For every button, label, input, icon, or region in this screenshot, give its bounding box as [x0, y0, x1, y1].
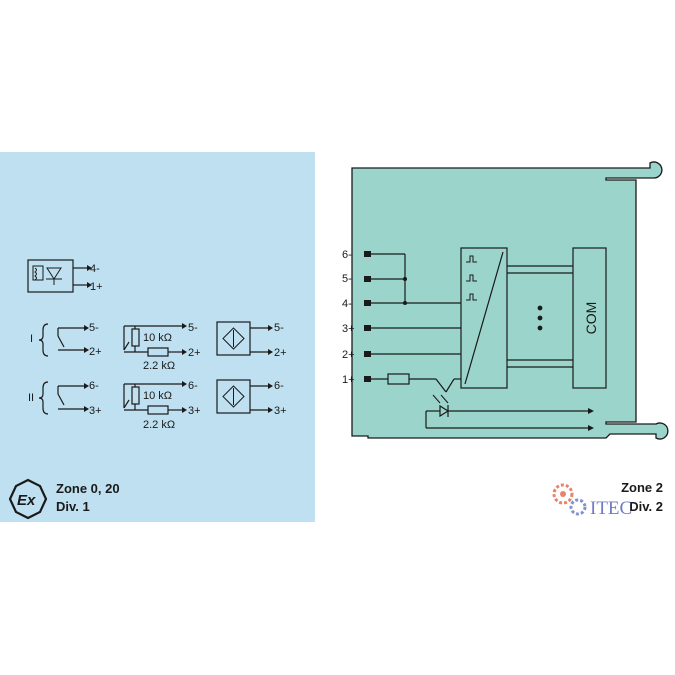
- channel-1-resistor-terminal-2: 2+: [188, 347, 201, 359]
- isolator-module-housing: [351, 161, 669, 440]
- terminal-label-2: 2+: [342, 349, 355, 361]
- isolation-barrier-block: [460, 247, 508, 389]
- hazard-zone-line-2: Div. 1: [56, 499, 90, 514]
- com-block: COM: [572, 247, 607, 389]
- channel-2-contact-terminal-2: 3+: [89, 405, 102, 417]
- channel-1-contact-symbol: [57, 325, 89, 353]
- safe-zone-line-2: Div. 2: [629, 499, 663, 514]
- svg-text:Ex: Ex: [17, 492, 36, 509]
- terminal-label-5: 5-: [342, 273, 352, 285]
- solenoid-terminal-2: 1+: [90, 281, 103, 293]
- channel-1-proximity-sensor-icon: [216, 321, 273, 356]
- channel-1-proximity-terminal-1: 5-: [274, 322, 284, 334]
- terminal-label-3: 3+: [342, 323, 355, 335]
- solenoid-terminal-1: 4-: [90, 263, 100, 275]
- terminal-label-1: 1+: [342, 374, 355, 386]
- terminal-block: 6- 5- 4- 3+ 2+ 1+: [342, 249, 371, 386]
- channel-2-resistor-10k-label: 10 kΩ: [143, 390, 172, 402]
- hazardous-area-panel: [0, 152, 315, 522]
- hazard-zone-line-1: Zone 0, 20: [56, 481, 120, 496]
- channel-1-resistor-terminal-1: 5-: [188, 322, 198, 334]
- terminal-label-6: 6-: [342, 249, 352, 261]
- channel-1-proximity-terminal-2: 2+: [274, 347, 287, 359]
- watermark-logo: ITEC: [552, 483, 632, 519]
- channel-2-resistor-2k2-label: 2.2 kΩ: [143, 419, 175, 431]
- channel-1-brace-icon: [38, 323, 49, 357]
- channel-2-contact-symbol: [57, 383, 89, 412]
- channel-1-label: I: [30, 333, 33, 345]
- channel-1-resistor-2k2-label: 2.2 kΩ: [143, 360, 175, 372]
- channel-2-proximity-terminal-2: 3+: [274, 405, 287, 417]
- terminal-label-4: 4-: [342, 298, 352, 310]
- watermark-text: ITEC: [590, 498, 632, 519]
- channel-2-contact-terminal-1: 6-: [89, 380, 99, 392]
- channel-2-resistor-terminal-1: 6-: [188, 380, 198, 392]
- channel-2-proximity-terminal-1: 6-: [274, 380, 284, 392]
- internal-bus: [507, 265, 573, 368]
- channel-1-contact-terminal-2: 2+: [89, 346, 102, 358]
- ex-symbol-icon: Ex: [8, 478, 48, 520]
- channel-1-contact-terminal-1: 5-: [89, 322, 99, 334]
- channel-2-resistor-terminal-2: 3+: [188, 405, 201, 417]
- channel-2-resistor-network: [123, 381, 187, 415]
- solenoid-valve-symbol: [27, 259, 92, 293]
- channel-1-resistor-network: [123, 323, 187, 357]
- channel-2-brace-icon: [38, 381, 49, 415]
- fault-led-icon: [425, 394, 594, 431]
- channel-1-resistor-10k-label: 10 kΩ: [143, 332, 172, 344]
- channel-2-label: II: [28, 392, 34, 404]
- channel-2-proximity-sensor-icon: [216, 379, 273, 414]
- safe-zone-line-1: Zone 2: [621, 480, 663, 495]
- com-label: COM: [583, 302, 599, 335]
- input-wiring: [371, 253, 461, 393]
